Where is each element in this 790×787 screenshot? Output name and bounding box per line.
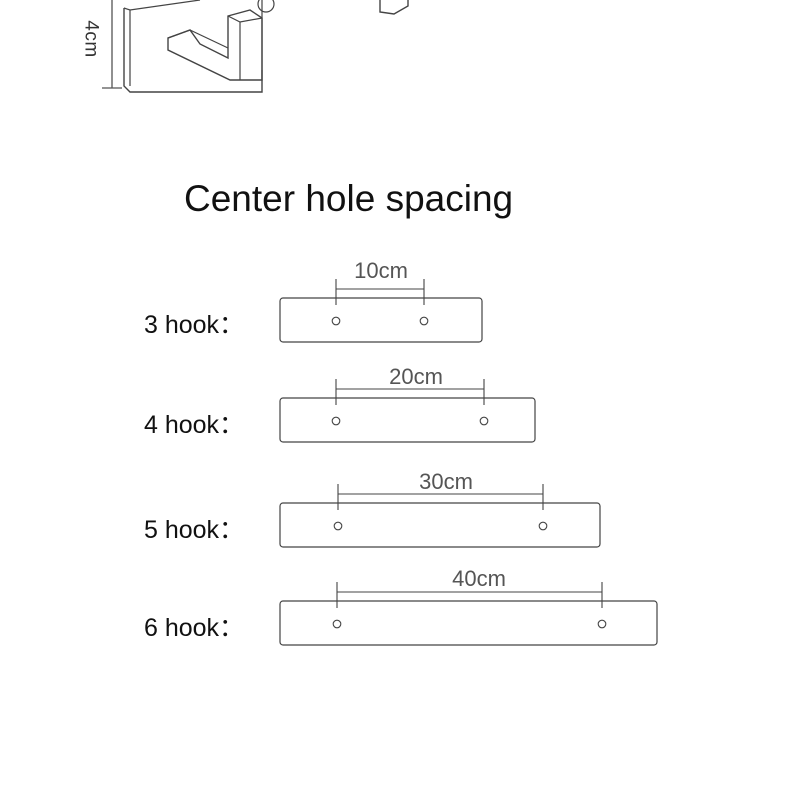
bar-3-hook <box>279 297 483 343</box>
hole-right-6-hook <box>597 619 607 629</box>
spacing-label-5: 30cm <box>419 469 473 494</box>
hook-shape <box>167 9 263 81</box>
spacing-label-4: 20cm <box>389 364 443 389</box>
hook-label-4: 4 hook： <box>144 411 245 439</box>
spacing-label-6: 40cm <box>452 566 506 591</box>
hook-label-6: 6 hook： <box>144 614 245 642</box>
hole-right-4-hook <box>479 416 489 426</box>
bar-6-hook <box>279 600 658 646</box>
hook-label-3: 3 hook： <box>144 311 245 339</box>
bar-5-hook <box>279 502 601 548</box>
hole-left-6-hook <box>332 619 342 629</box>
hook-rack-illustration <box>102 0 409 93</box>
hole-right-5-hook <box>538 521 548 531</box>
hole-left-5-hook <box>333 521 343 531</box>
rack-back-plate <box>123 8 263 93</box>
bar-4-hook <box>279 397 536 443</box>
screw-hole <box>257 0 275 13</box>
hole-left-3-hook <box>331 316 341 326</box>
section-title: Center hole spacing <box>184 178 514 219</box>
hole-left-4-hook <box>331 416 341 426</box>
hook-label-5: 5 hook： <box>144 516 245 544</box>
hole-right-3-hook <box>419 316 429 326</box>
spacing-label-3: 10cm <box>354 258 408 283</box>
